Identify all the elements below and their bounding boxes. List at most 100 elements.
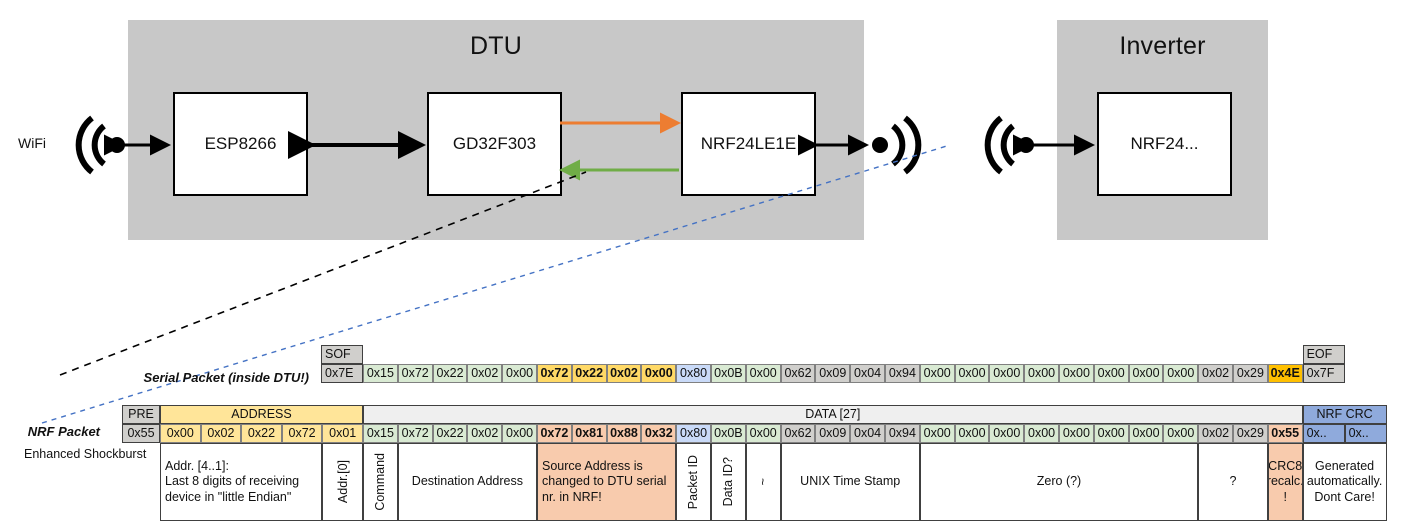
- chip-nrf24le1e[interactable]: NRF24LE1E: [681, 92, 816, 196]
- serial-byte-18: 0x00: [989, 364, 1025, 383]
- addr0-desc: Addr.[0]: [322, 443, 363, 521]
- wifi-antenna-dot: [109, 137, 125, 153]
- serial-byte-19: 0x00: [1024, 364, 1059, 383]
- tilde-desc: ~: [745, 443, 781, 521]
- question-desc-text: ?: [1229, 474, 1237, 489]
- nrf-data-byte-20: 0x00: [1059, 424, 1094, 443]
- serial-byte-2: 0x22: [432, 364, 468, 383]
- nrf-address-byte-4: 0x01: [322, 424, 363, 443]
- dest-address-desc-text: Destination Address: [411, 474, 523, 489]
- serial-byte-21: 0x00: [1093, 364, 1129, 383]
- inverter-antenna-dot: [1018, 137, 1034, 153]
- nrf-crc-byte-0: 0x..: [1302, 424, 1345, 443]
- serial-byte-23: 0x00: [1163, 364, 1199, 383]
- zero-desc-text: Zero (?): [1036, 474, 1082, 489]
- nrf-address-byte-1: 0x02: [200, 424, 242, 443]
- nrf-data-byte-10: 0x0B: [711, 424, 746, 443]
- nrf-group-address: ADDRESS: [160, 405, 363, 424]
- serial-byte-6: 0x22: [571, 364, 607, 383]
- nrf-data-byte-8: 0x32: [641, 424, 677, 443]
- data-id-desc-text: Data ID?: [721, 457, 736, 507]
- dtu-antenna-dot: [872, 137, 888, 153]
- nrf-data-byte-11: 0x00: [745, 424, 781, 443]
- serial-byte-10: 0x0B: [711, 364, 746, 383]
- dtu-antenna-icon: [891, 115, 922, 175]
- nrf-data-byte-19: 0x00: [1024, 424, 1059, 443]
- nrf-data-byte-13: 0x09: [815, 424, 851, 443]
- serial-byte-25: 0x29: [1233, 364, 1268, 383]
- addr0-desc-text: Addr.[0]: [335, 460, 350, 504]
- chip-nrf24[interactable]: NRF24...: [1097, 92, 1232, 196]
- enclosure-inverter: Inverter: [1057, 20, 1268, 240]
- serial-byte-15: 0x94: [885, 364, 920, 383]
- inverter-antenna-icon: [984, 115, 1015, 175]
- serial-byte-3: 0x02: [467, 364, 503, 383]
- nrf-crc-byte-1: 0x..: [1344, 424, 1387, 443]
- nrf-data-byte-25: 0x29: [1233, 424, 1268, 443]
- nrf-pre-byte-0: 0x55: [122, 424, 160, 443]
- serial-eof-header: EOF: [1302, 345, 1345, 364]
- nrf-group-data: DATA [27]: [363, 405, 1303, 424]
- nrf-data-byte-21: 0x00: [1093, 424, 1129, 443]
- nrf-data-byte-0: 0x15: [363, 424, 398, 443]
- nrf-data-byte-4: 0x00: [502, 424, 537, 443]
- command-desc-text: Command: [373, 453, 388, 511]
- serial-byte-0: 0x15: [363, 364, 398, 383]
- nrf-packet-row-sublabel: Enhanced Shockburst: [24, 447, 147, 461]
- nrf-data-byte-12: 0x62: [780, 424, 816, 443]
- nrf-data-byte-26: 0x55: [1267, 424, 1303, 443]
- nrf-address-byte-2: 0x22: [241, 424, 282, 443]
- nrf-data-byte-23: 0x00: [1163, 424, 1199, 443]
- serial-byte-26: 0x4E: [1267, 364, 1303, 383]
- serial-byte-24: 0x02: [1198, 364, 1233, 383]
- zero-desc: Zero (?): [919, 443, 1199, 521]
- serial-byte-22: 0x00: [1128, 364, 1164, 383]
- nrf-data-byte-15: 0x94: [885, 424, 920, 443]
- nrf-packet-row-label: NRF Packet: [27, 424, 100, 439]
- nrf-data-byte-7: 0x88: [606, 424, 642, 443]
- serial-sof-header: SOF: [321, 345, 363, 364]
- nrf-data-byte-16: 0x00: [919, 424, 955, 443]
- enclosure-inverter-title: Inverter: [1119, 32, 1206, 60]
- nrf-address-byte-0: 0x00: [160, 424, 201, 443]
- serial-byte-20: 0x00: [1059, 364, 1094, 383]
- nrf-data-byte-2: 0x22: [432, 424, 468, 443]
- packet-id-desc-text: Packet ID: [686, 454, 701, 510]
- serial-byte-12: 0x62: [780, 364, 816, 383]
- serial-sof-value: 0x7E: [321, 364, 363, 383]
- nrf-data-byte-14: 0x04: [850, 424, 885, 443]
- serial-byte-14: 0x04: [850, 364, 885, 383]
- nrf-data-byte-17: 0x00: [954, 424, 990, 443]
- serial-byte-16: 0x00: [919, 364, 955, 383]
- nrf-group-pre: PRE: [122, 405, 160, 424]
- serial-byte-9: 0x80: [676, 364, 711, 383]
- wifi-antenna-icon: [75, 115, 106, 175]
- question-desc: ?: [1198, 443, 1268, 521]
- nrf-data-byte-3: 0x02: [467, 424, 503, 443]
- nrf-address-byte-3: 0x72: [281, 424, 323, 443]
- nrf-data-byte-6: 0x81: [571, 424, 607, 443]
- packet-id-desc: Packet ID: [676, 443, 711, 521]
- dest-address-desc: Destination Address: [397, 443, 537, 521]
- serial-byte-7: 0x02: [606, 364, 642, 383]
- nrf-data-byte-5: 0x72: [537, 424, 572, 443]
- chip-esp8266[interactable]: ESP8266: [173, 92, 308, 196]
- serial-byte-11: 0x00: [745, 364, 781, 383]
- unix-timestamp-desc-text: UNIX Time Stamp: [800, 474, 901, 489]
- nrf-data-byte-18: 0x00: [989, 424, 1025, 443]
- chip-gd32f303[interactable]: GD32F303: [427, 92, 562, 196]
- serial-byte-8: 0x00: [641, 364, 677, 383]
- command-desc: Command: [363, 443, 398, 521]
- nrf-data-byte-22: 0x00: [1128, 424, 1164, 443]
- unix-timestamp-desc: UNIX Time Stamp: [780, 443, 920, 521]
- enclosure-dtu-title: DTU: [470, 32, 522, 60]
- serial-byte-5: 0x72: [537, 364, 572, 383]
- serial-byte-17: 0x00: [954, 364, 990, 383]
